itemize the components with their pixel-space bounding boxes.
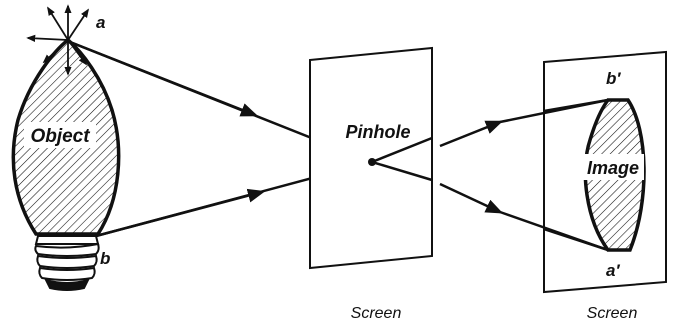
point-a-radiating-arrows [26,4,89,76]
light-bulb-object: Object [11,37,121,291]
point-b-label: b [100,249,110,268]
pinhole-screen-caption: Screen [351,305,402,322]
image-screen: Image b′ a′ [543,50,667,294]
object-label-backdrop [24,122,96,148]
image-label: Image [587,158,639,178]
point-b-prime-label: b′ [606,69,621,88]
pinhole-screen: Pinhole [309,46,433,270]
point-a-prime-label: a′ [606,261,620,280]
bulb-screw-base [34,235,100,291]
point-a-label: a [96,13,105,32]
image-screen-caption: Screen [587,305,638,322]
pinhole-label: Pinhole [345,122,410,142]
object-label: Object [30,126,90,147]
image-label-backdrop [582,154,644,180]
